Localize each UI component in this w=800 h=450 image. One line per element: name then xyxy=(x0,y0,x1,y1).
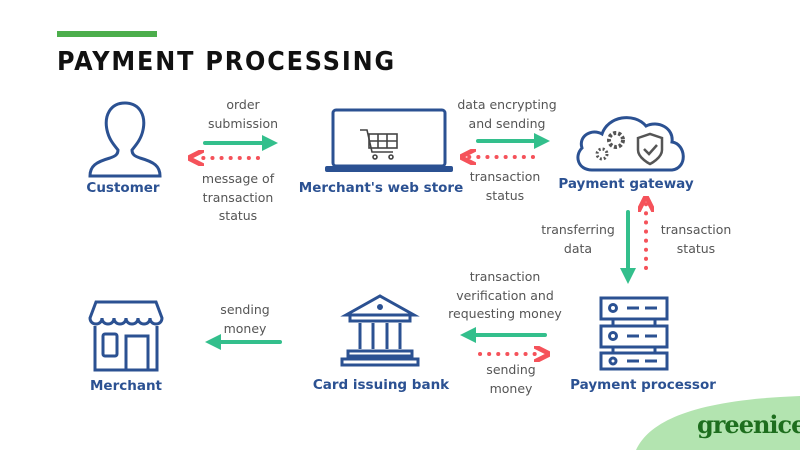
node-customer: Customer xyxy=(86,180,160,196)
web-store-icon xyxy=(325,108,453,172)
merchant-store-icon xyxy=(88,300,164,372)
page-title: PAYMENT PROCESSING xyxy=(57,47,396,77)
node-web-store: Merchant's web store xyxy=(298,180,464,196)
node-merchant: Merchant xyxy=(89,378,163,394)
customer-icon xyxy=(88,101,162,178)
bank-icon xyxy=(340,294,420,367)
accent-bar xyxy=(57,31,157,37)
node-processor: Payment processor xyxy=(570,377,716,393)
processor-server-icon xyxy=(599,296,669,371)
node-gateway: Payment gateway xyxy=(558,176,694,192)
gateway-cloud-icon xyxy=(576,116,685,172)
greenice-logo: greenice xyxy=(697,410,800,439)
node-bank: Card issuing bank xyxy=(312,377,450,393)
logo-background xyxy=(636,396,800,450)
